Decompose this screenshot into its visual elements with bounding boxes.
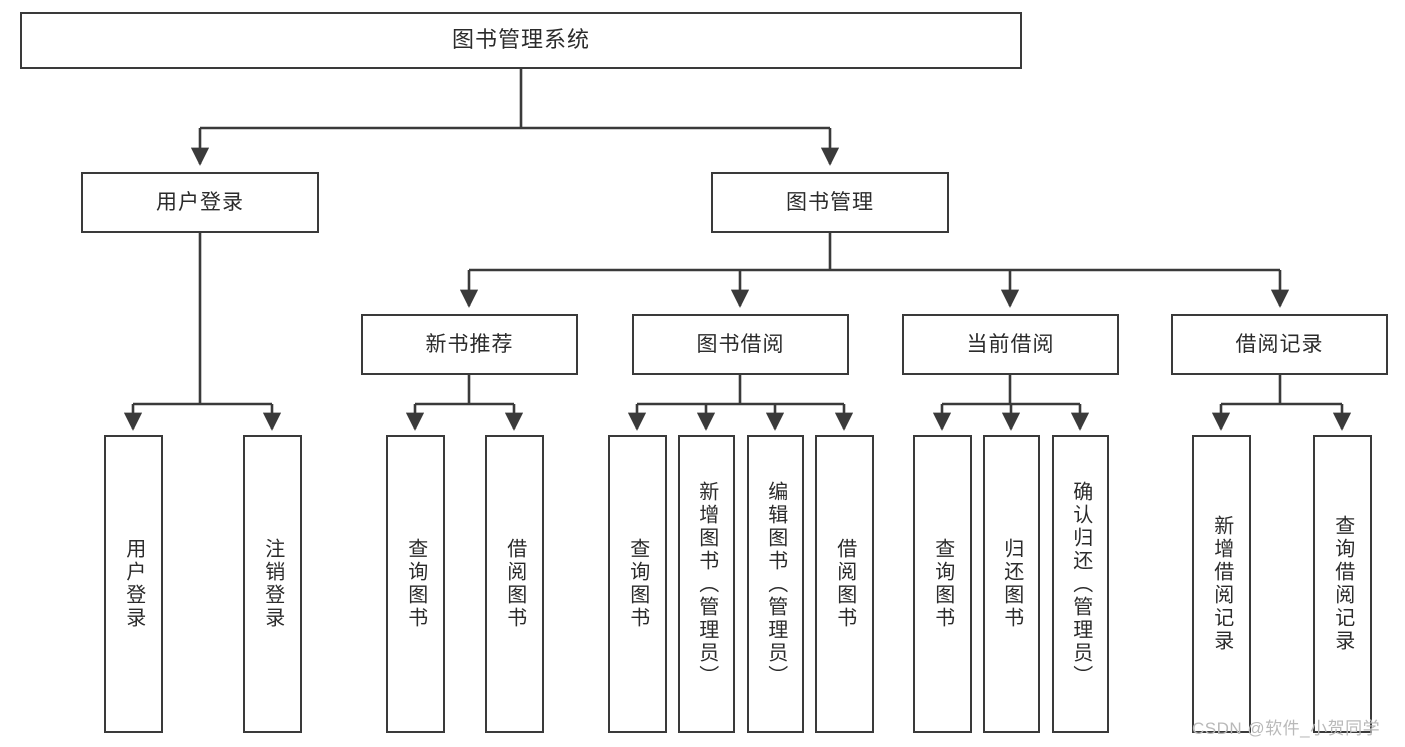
node-user-login[interactable]: 用户登录 [81, 172, 319, 233]
node-borrow-record[interactable]: 借阅记录 [1171, 314, 1388, 375]
leaf-user-login-login[interactable]: 用户登录 [104, 435, 163, 733]
leaf-new-book-query[interactable]: 查询图书 [386, 435, 445, 733]
leaf-book-borrow-edit[interactable]: 编辑图书（管理员） [747, 435, 804, 733]
leaf-user-login-logout[interactable]: 注销登录 [243, 435, 302, 733]
leaf-borrow-record-query[interactable]: 查询借阅记录 [1313, 435, 1372, 733]
leaf-new-book-borrow[interactable]: 借阅图书 [485, 435, 544, 733]
node-new-book-recommend[interactable]: 新书推荐 [361, 314, 578, 375]
leaf-book-borrow-add[interactable]: 新增图书（管理员） [678, 435, 735, 733]
leaf-current-borrow-query[interactable]: 查询图书 [913, 435, 972, 733]
leaf-current-borrow-confirm[interactable]: 确认归还（管理员） [1052, 435, 1109, 733]
leaf-book-borrow-borrow[interactable]: 借阅图书 [815, 435, 874, 733]
leaf-book-borrow-query[interactable]: 查询图书 [608, 435, 667, 733]
node-root[interactable]: 图书管理系统 [20, 12, 1022, 69]
leaf-borrow-record-add[interactable]: 新增借阅记录 [1192, 435, 1251, 733]
node-current-borrow[interactable]: 当前借阅 [902, 314, 1119, 375]
node-book-borrow[interactable]: 图书借阅 [632, 314, 849, 375]
watermark-text: CSDN @软件_小贺同学 [1192, 719, 1381, 738]
node-book-management[interactable]: 图书管理 [711, 172, 949, 233]
leaf-current-borrow-return[interactable]: 归还图书 [983, 435, 1040, 733]
